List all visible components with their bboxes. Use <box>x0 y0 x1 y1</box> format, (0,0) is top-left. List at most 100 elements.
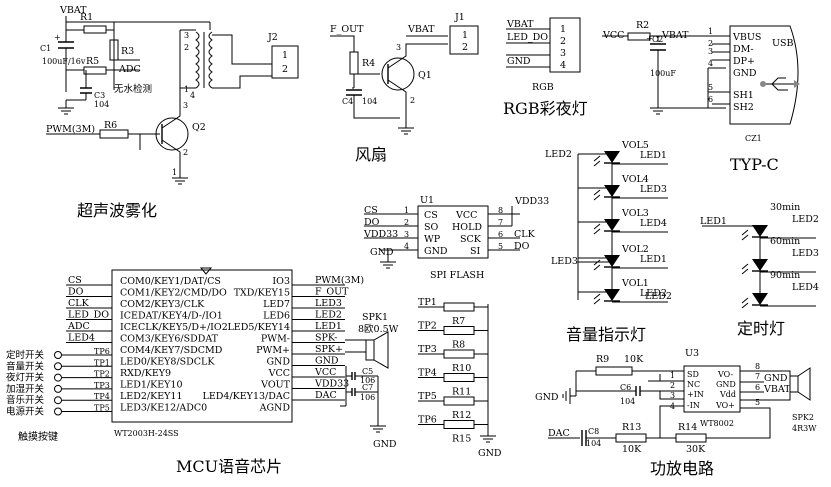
timer-caption: 定时灯 <box>737 319 785 338</box>
usb-circuit: VCC R2 VBAT + C2 100uF 1 2 3 4 5 6 VBUS … <box>602 20 800 174</box>
mcu-right-net: DAC <box>315 390 337 401</box>
pin1-marker <box>199 267 213 275</box>
q1-transistor <box>381 57 415 91</box>
j1-label: J1 <box>454 12 465 23</box>
q1-label: Q1 <box>418 70 432 81</box>
mcu-left-pin: COM1/KEY2/CMD/DO <box>120 288 227 299</box>
amp-net-gnd: GND <box>764 373 788 384</box>
rgb-header <box>549 17 581 73</box>
timer-led-1-body <box>752 225 768 237</box>
r9-label: R9 <box>596 354 609 365</box>
timer-led-net: LED3 <box>792 248 819 259</box>
c1-label: C1 <box>40 44 51 53</box>
mcu-right-net: GND <box>315 356 339 367</box>
flash-chip <box>417 205 489 259</box>
flash-sig-sck: SCK <box>460 234 482 245</box>
mcu-right-net: PWM(3M) <box>315 275 364 286</box>
mcu-left-pin: ICECLK/KEY5/D+/IO2 <box>120 322 228 333</box>
amp-sig-vo-plus: VO+ <box>715 401 735 410</box>
vol-led-1-emission <box>593 155 601 167</box>
touch-tp-label: TP5 <box>94 404 110 413</box>
vol-led-5-body <box>604 289 620 301</box>
tp-resistor <box>443 349 475 359</box>
spk1-value: 8欧0.5W <box>358 323 399 335</box>
touch-switch-label: 音乐开关 <box>6 394 45 406</box>
vol-led-4-body <box>604 255 620 267</box>
touch-tp-label: TP3 <box>94 381 110 390</box>
c6-value: 104 <box>620 397 635 406</box>
vol-led-1-body <box>604 151 620 163</box>
q1-pin2: 2 <box>410 96 415 105</box>
touch-switch-label: 夜灯开关 <box>6 372 45 384</box>
spk2-value: 4R3W <box>792 424 817 433</box>
spk1-label: SPK1 <box>362 312 388 323</box>
touch-tp-label: TP1 <box>94 358 110 367</box>
vol-led-3-body <box>604 219 620 231</box>
flash-pin4: 4 <box>404 242 409 251</box>
r14-label: R14 <box>678 422 697 433</box>
flash-net-do-right: DO <box>514 241 530 252</box>
tp-resistor-label: R11 <box>452 387 471 398</box>
vol-net-led2: LED2 <box>545 149 572 160</box>
gnd-label: GND <box>373 439 397 450</box>
vol-led-net: LED4 <box>640 218 667 229</box>
mcu-right-pin: LED7 <box>263 299 290 310</box>
mcu-left-net: LED_DO <box>68 310 109 321</box>
adc-label: ADC <box>118 64 141 75</box>
vol-led-name: VOL4 <box>621 174 649 185</box>
r3-label: R3 <box>121 46 134 57</box>
vol-led-5 <box>593 289 620 305</box>
c7-label: C7 <box>362 383 373 392</box>
amp-pin5: 5 <box>755 398 760 407</box>
mcu-right-pin: PWM+ <box>256 345 290 356</box>
c4-label: C4 <box>342 97 353 106</box>
mcu-right-net: SPK+ <box>315 344 343 355</box>
r3-resistor <box>109 39 119 61</box>
rgb-pin3: 3 <box>560 48 566 59</box>
vol-led-4-emission <box>593 259 601 271</box>
rgb-pin1: 1 <box>560 24 566 35</box>
flash-pin8: 8 <box>498 206 503 215</box>
c3-label: C3 <box>94 91 105 100</box>
usb-sig-dm: DM- <box>733 44 754 55</box>
vbat-label: VBAT <box>407 24 435 35</box>
u3-label: U3 <box>685 348 699 359</box>
usb-icon <box>760 77 800 91</box>
fan-circuit: F_OUT R4 C4 104 Q1 3 2 VBAT J1 1 2 风扇 <box>330 12 479 164</box>
j2-connector <box>271 45 299 79</box>
mcu-left-net: LED4 <box>68 333 95 344</box>
usb-pin2: 2 <box>708 39 713 48</box>
mcu-left-pin: LED0/KEY8/SDCLK <box>120 357 215 368</box>
touch-caption: 触摸按键 <box>18 430 58 443</box>
speaker2-icon <box>789 367 811 401</box>
flash-caption: SPI FLASH <box>430 270 484 281</box>
mcu-right-pin: VCC <box>268 368 290 379</box>
vol-led-net: LED2 <box>640 288 667 299</box>
mcu-right-pin: TXD/KEY15 <box>234 288 290 299</box>
timer-led-3 <box>741 293 768 309</box>
vol-led-3 <box>593 219 620 235</box>
j2-label: J2 <box>267 32 278 43</box>
touch-switch-label: 音量开关 <box>6 360 45 372</box>
mcu-right-pin: AGND <box>259 403 291 414</box>
timer-led-2 <box>741 259 768 275</box>
flash-sig-gnd: GND <box>424 246 448 257</box>
touch-pad-icon <box>54 407 62 416</box>
mcu-right-net: LED1 <box>315 321 342 332</box>
tp-resistor-label: R10 <box>452 363 471 374</box>
r14-resistor <box>675 433 707 443</box>
amp-pin3: 3 <box>670 391 675 400</box>
amp-sig-vdd: Vdd <box>719 390 736 399</box>
c4-value: 104 <box>362 97 377 106</box>
c2-label: C2 <box>652 35 663 44</box>
trans-pin-1: 1 <box>184 85 189 94</box>
trans-pin-3: 3 <box>184 31 189 40</box>
volume-leds: LED2 LED3 LED2 音量指示灯 VOL5LED1VOL4LED3VOL… <box>545 140 672 344</box>
usb-connector-body <box>729 25 799 125</box>
tp-resistor-label: R15 <box>452 434 471 445</box>
transformer-coil-left <box>195 31 200 89</box>
j1-connector <box>449 25 479 55</box>
timer-led-1 <box>741 225 768 241</box>
vbat-label: VBAT <box>59 5 87 16</box>
mcu-right-pin: VOUT <box>260 380 290 391</box>
